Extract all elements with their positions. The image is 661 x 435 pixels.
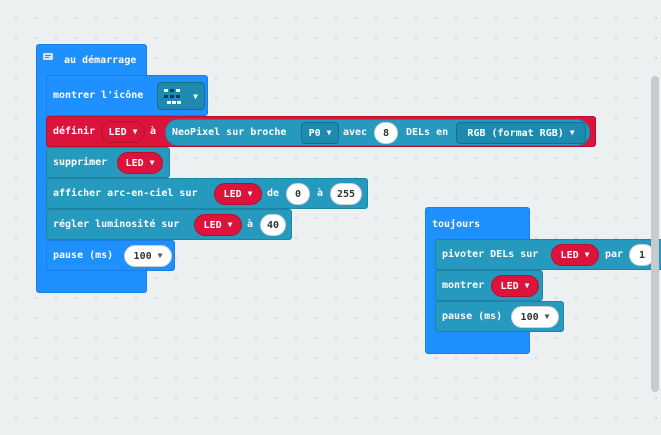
comment-icon[interactable] — [43, 53, 53, 61]
clear-variable-dropdown[interactable]: LED ▼ — [117, 152, 163, 174]
rainbow-from-label: de — [267, 188, 280, 199]
clear-variable-name: LED — [125, 157, 144, 169]
workspace-vertical-scrollbar[interactable] — [651, 76, 659, 392]
show-strip-variable-name: LED — [500, 280, 519, 292]
pause-value-dropdown[interactable]: 100 ▼ — [124, 245, 172, 267]
rotate-block[interactable]: pivoter DELs sur LED ▼ par 1 — [435, 239, 661, 270]
show-strip-label: montrer — [442, 280, 485, 291]
dropdown-caret-icon: ▼ — [157, 251, 163, 260]
on-start-label: au démarrage — [64, 55, 137, 66]
neopixel-leds-in-label: DELs en — [406, 127, 449, 138]
rotate-label: pivoter DELs sur — [442, 249, 539, 260]
led-icon-picker — [164, 89, 181, 104]
set-label: définir — [53, 126, 96, 137]
brightness-value: 40 — [266, 219, 280, 231]
pause-block[interactable]: pause (ms) 100 ▼ — [46, 240, 175, 271]
show-icon-label: montrer l'icône — [53, 90, 144, 101]
rotate-value: 1 — [638, 249, 646, 261]
set-variable-block[interactable]: définir LED ▼ à NeoPixel sur broche P0 ▼… — [46, 116, 596, 147]
dropdown-caret-icon: ▼ — [326, 128, 332, 137]
neopixel-mode-dropdown[interactable]: RGB (format RGB) ▼ — [456, 122, 586, 144]
dropdown-caret-icon: ▼ — [149, 158, 155, 167]
forever-pause-value-dropdown[interactable]: 100 ▼ — [511, 306, 559, 328]
brightness-value-input[interactable]: 40 — [260, 214, 286, 236]
dropdown-caret-icon: ▼ — [247, 189, 253, 198]
brightness-block[interactable]: régler luminosité sur LED ▼ à 40 — [46, 209, 292, 240]
rainbow-label: afficher arc-en-ciel sur — [53, 188, 198, 199]
rainbow-variable-name: LED — [223, 188, 242, 200]
dropdown-caret-icon: ▼ — [227, 220, 233, 229]
rotate-variable-name: LED — [560, 249, 579, 261]
dropdown-caret-icon: ▼ — [132, 127, 138, 136]
neopixel-mode: RGB (format RGB) — [467, 127, 564, 139]
dropdown-caret-icon: ▼ — [544, 312, 550, 321]
rainbow-end-input[interactable]: 255 — [330, 183, 362, 205]
brightness-variable-name: LED — [203, 219, 222, 231]
brightness-variable-dropdown[interactable]: LED ▼ — [194, 214, 242, 236]
icon-picker-dropdown[interactable]: ▼ — [157, 82, 205, 110]
rainbow-block[interactable]: afficher arc-en-ciel sur LED ▼ de 0 à 25… — [46, 178, 368, 209]
brightness-label: régler luminosité sur — [53, 219, 180, 230]
dropdown-caret-icon: ▼ — [569, 128, 575, 137]
rotate-variable-dropdown[interactable]: LED ▼ — [551, 244, 599, 266]
pause-value: 100 — [133, 250, 152, 262]
set-to-label: à — [150, 126, 157, 137]
forever-pause-value: 100 — [520, 311, 539, 323]
forever-label: toujours — [432, 219, 481, 230]
show-icon-block[interactable]: montrer l'icône ▼ — [46, 75, 208, 116]
forever-pause-block[interactable]: pause (ms) 100 ▼ — [435, 301, 564, 332]
set-variable-dropdown[interactable]: LED ▼ — [101, 121, 145, 143]
pause-label: pause (ms) — [53, 250, 114, 261]
dropdown-caret-icon: ▼ — [193, 92, 198, 101]
rainbow-variable-dropdown[interactable]: LED ▼ — [214, 183, 262, 205]
clear-block[interactable]: supprimer LED ▼ — [46, 147, 170, 178]
show-strip-block[interactable]: montrer LED ▼ — [435, 270, 543, 301]
dropdown-caret-icon: ▼ — [584, 250, 590, 259]
brightness-to-label: à — [247, 219, 254, 230]
neopixel-create-block[interactable]: NeoPixel sur broche P0 ▼ avec 8 DELs en … — [165, 119, 590, 146]
neopixel-count: 8 — [382, 127, 390, 139]
rainbow-start-input[interactable]: 0 — [286, 183, 310, 205]
neopixel-label: NeoPixel sur broche — [172, 127, 287, 138]
rotate-by-label: par — [605, 249, 624, 260]
clear-label: supprimer — [53, 157, 108, 168]
forever-pause-label: pause (ms) — [442, 311, 503, 322]
neopixel-pin: P0 — [308, 127, 321, 139]
neopixel-count-input[interactable]: 8 — [374, 122, 398, 144]
neopixel-pin-dropdown[interactable]: P0 ▼ — [301, 122, 339, 144]
rainbow-start-value: 0 — [294, 188, 302, 200]
show-strip-variable-dropdown[interactable]: LED ▼ — [491, 275, 539, 297]
rainbow-to-label: à — [317, 188, 324, 199]
dropdown-caret-icon: ▼ — [524, 281, 530, 290]
neopixel-with-label: avec — [343, 127, 368, 138]
rainbow-end-value: 255 — [336, 188, 356, 200]
set-variable-name: LED — [108, 126, 127, 138]
